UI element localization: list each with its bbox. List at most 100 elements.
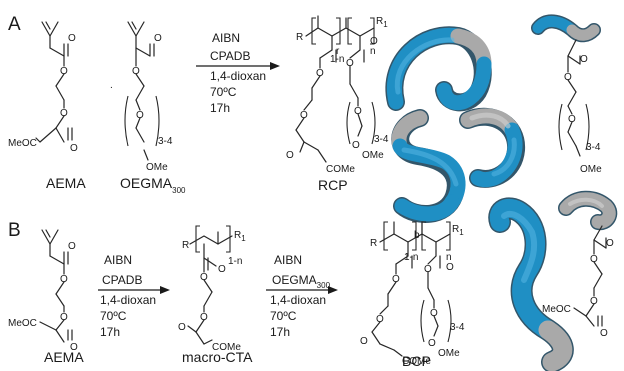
- atom-o: O: [68, 33, 76, 44]
- bcp-polymer-cartoon: [488, 190, 618, 371]
- atom-o: O: [136, 110, 144, 121]
- atom-come: COMe: [402, 356, 431, 367]
- atom-ome: OMe: [438, 348, 460, 359]
- atom-o: O: [154, 33, 162, 44]
- label-aema-a: AEMA: [46, 175, 86, 191]
- atom-meoc: MeOC: [542, 304, 571, 315]
- conditions-b1: AIBN CPADB 1,4-dioxan 70ºC 17h: [100, 253, 156, 339]
- dot-separator: .: [110, 80, 113, 91]
- atom-come: COMe: [212, 342, 241, 353]
- atom-o: O: [218, 264, 226, 275]
- atom-o: O: [70, 143, 78, 154]
- atom-o: O: [286, 150, 294, 161]
- atom-o: O: [60, 274, 68, 285]
- atom-o: O: [564, 72, 572, 83]
- cond-b1-4: 70ºC: [100, 309, 127, 323]
- atom-meoc: MeOC: [8, 318, 37, 329]
- atom-o: O: [346, 58, 354, 69]
- atom-o: O: [370, 36, 378, 47]
- cond-a-5: 17h: [210, 101, 230, 115]
- atom-o: O: [446, 262, 454, 273]
- aema-structure-b: O O O O MeOC: [8, 229, 78, 353]
- atom-ome: OMe: [146, 162, 168, 173]
- atom-meoc: MeOC: [8, 138, 37, 149]
- atom-o: O: [300, 110, 308, 121]
- subscript-r: r: [336, 46, 340, 57]
- subscript-n: n: [370, 46, 376, 57]
- label-oegma300: OEGMA300: [120, 175, 186, 195]
- atom-o: O: [132, 66, 140, 77]
- repeat-count: 3-4: [158, 136, 173, 147]
- atom-o: O: [600, 328, 608, 339]
- rcp-structure: R r 1-n n R1 O O O COMe: [286, 15, 389, 175]
- atom-o: O: [352, 140, 360, 151]
- atom-o: O: [200, 312, 208, 323]
- atom-r1: R1: [234, 230, 246, 243]
- conditions-b2: AIBN OEGMA300 1,4-dioxan 70ºC 17h: [270, 253, 331, 339]
- atom-o: O: [590, 296, 598, 307]
- atom-o: O: [316, 68, 324, 79]
- atom-o: O: [178, 322, 186, 333]
- atom-o: O: [376, 314, 384, 325]
- atom-o: O: [428, 338, 436, 349]
- atom-o: O: [590, 254, 598, 265]
- subscript-1-n: 1-n: [228, 256, 242, 267]
- panel-label-a: A: [8, 14, 21, 35]
- cond-a-1: AIBN: [212, 31, 240, 45]
- label-rcp: RCP: [318, 177, 348, 193]
- cond-b1-2: CPADB: [102, 273, 142, 287]
- atom-o: O: [392, 274, 400, 285]
- atom-ome: OMe: [580, 164, 602, 175]
- rcp-polymer-cartoon: [385, 26, 526, 223]
- atom-o: O: [60, 108, 68, 119]
- atom-r: R: [370, 238, 377, 249]
- arrow-head-a: [270, 62, 280, 70]
- bcp-structure: R b 1-n n R1 O O O COMe: [360, 221, 465, 367]
- subscript-b: b: [414, 230, 420, 241]
- atom-o: O: [580, 54, 588, 65]
- oegma-structure: O O O 3-4 OMe: [124, 21, 173, 173]
- subscript-n: n: [446, 252, 452, 263]
- atom-o: O: [606, 238, 614, 249]
- atom-o: O: [430, 308, 438, 319]
- atom-r1: R1: [452, 224, 464, 237]
- cond-b1-1: AIBN: [104, 253, 132, 267]
- cond-a-3: 1,4-dioxan: [210, 69, 266, 83]
- arrow-head-b2: [328, 286, 338, 294]
- cond-b1-5: 17h: [100, 325, 120, 339]
- atom-o: O: [354, 106, 362, 117]
- macro-cta-structure: R R1 1-n O O O O COMe: [178, 225, 246, 353]
- label-macro-cta: macro-CTA: [182, 349, 253, 365]
- aema-structure-a: O O O O MeOC: [8, 21, 78, 154]
- cond-a-4: 70ºC: [210, 85, 237, 99]
- repeat-count: 3-4: [586, 142, 601, 153]
- atom-r: R: [296, 32, 303, 43]
- atom-o: O: [60, 66, 68, 77]
- cond-b2-3: 1,4-dioxan: [270, 293, 326, 307]
- rcp-side-chain-structure: O O O 3-4 OMe: [531, 14, 602, 175]
- cond-a-2: CPADB: [210, 49, 250, 63]
- repeat-count: 3-4: [374, 134, 389, 145]
- atom-o: O: [70, 342, 78, 353]
- repeat-count: 3-4: [450, 322, 465, 333]
- cond-b2-5: 17h: [270, 325, 290, 339]
- subscript-1-n: 1-n: [330, 54, 344, 65]
- atom-ome: OMe: [362, 150, 384, 161]
- bcp-side-chain-structure: O O O O MeOC: [542, 225, 614, 339]
- atom-o: O: [68, 241, 76, 252]
- subscript-1-n: 1-n: [404, 252, 418, 263]
- atom-o: O: [360, 336, 368, 347]
- atom-o: O: [568, 114, 576, 125]
- label-bcp: BCP: [402, 353, 431, 369]
- cond-b1-3: 1,4-dioxan: [100, 293, 156, 307]
- conditions-a: AIBN CPADB 1,4-dioxan 70ºC 17h: [210, 31, 266, 115]
- atom-r1: R1: [376, 16, 388, 29]
- cond-b2-1: AIBN: [274, 253, 302, 267]
- atom-o: O: [60, 312, 68, 323]
- arrow-head-b1: [160, 286, 170, 294]
- atom-o: O: [424, 264, 432, 275]
- atom-o: O: [200, 272, 208, 283]
- label-aema-b: AEMA: [44, 349, 84, 365]
- panel-label-b: B: [8, 220, 21, 241]
